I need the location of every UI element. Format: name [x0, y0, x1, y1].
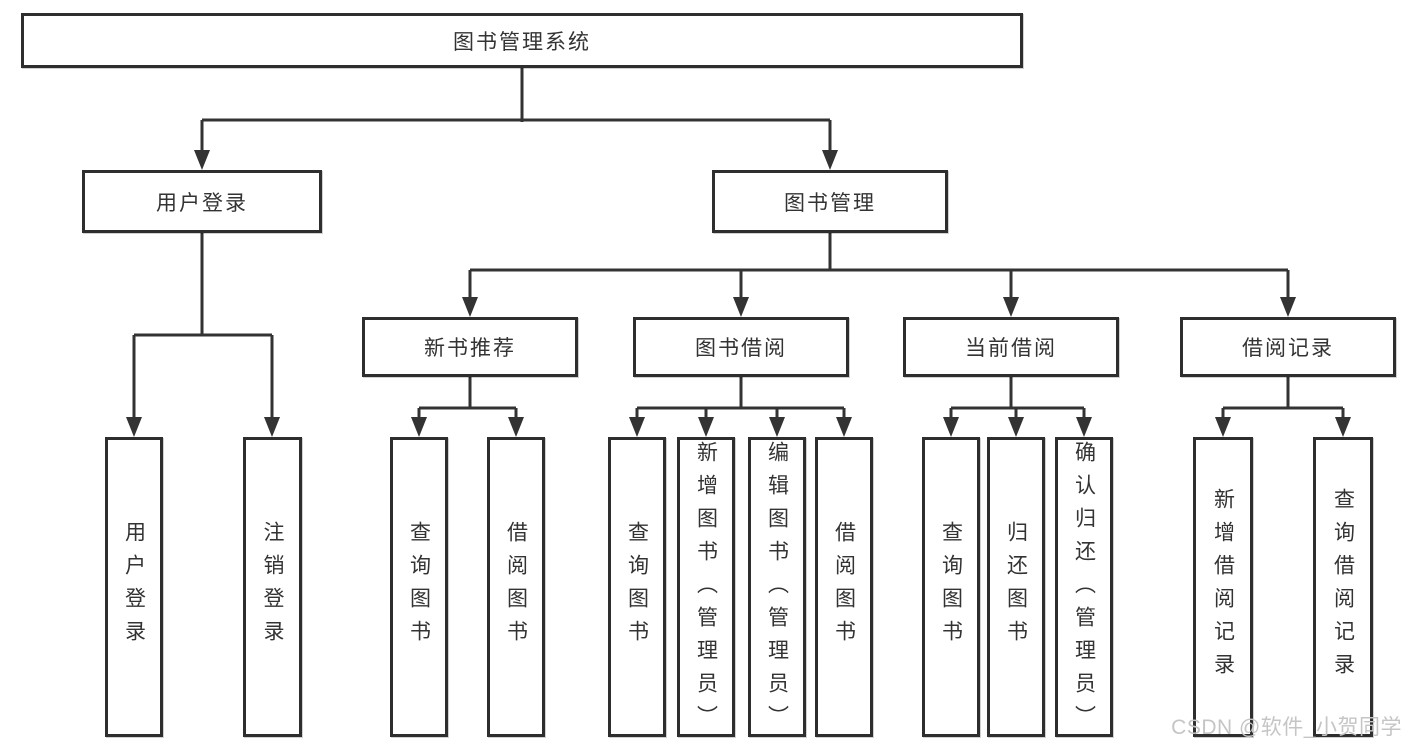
- node-root: 图书管理系统: [21, 13, 1023, 68]
- leaf-query-books-recommend-label: 查询图书: [407, 521, 431, 653]
- leaf-add-book-admin-label: 新增图书（管理员）: [694, 441, 718, 738]
- leaf-user-login: 用户登录: [105, 437, 163, 737]
- leaf-query-books-current: 查询图书: [922, 437, 980, 737]
- node-new-book-recommend-label: 新书推荐: [424, 337, 516, 360]
- leaf-edit-book-admin-label: 编辑图书（管理员）: [765, 441, 789, 738]
- node-book-management: 图书管理: [712, 170, 948, 233]
- leaf-add-borrow-record-label: 新增借阅记录: [1211, 488, 1235, 686]
- node-book-borrow-label: 图书借阅: [695, 337, 787, 360]
- node-user-login: 用户登录: [82, 170, 322, 233]
- leaf-confirm-return-admin: 确认归还（管理员）: [1055, 437, 1113, 738]
- leaf-add-borrow-record: 新增借阅记录: [1193, 437, 1253, 737]
- csdn-watermark: CSDN @软件_小贺同学: [1171, 716, 1402, 739]
- leaf-logout-login-label: 注销登录: [261, 521, 284, 653]
- node-root-label: 图书管理系统: [453, 30, 591, 54]
- node-borrow-records-label: 借阅记录: [1242, 337, 1334, 360]
- leaf-borrow-books-recommend: 借阅图书: [487, 437, 545, 737]
- leaf-query-books-recommend: 查询图书: [390, 437, 448, 737]
- node-borrow-records: 借阅记录: [1180, 317, 1396, 377]
- leaf-query-borrow-record-label: 查询借阅记录: [1331, 488, 1355, 686]
- leaf-return-book-label: 归还图书: [1004, 521, 1028, 653]
- arrowheads: [126, 150, 1351, 437]
- node-new-book-recommend: 新书推荐: [362, 317, 578, 377]
- leaf-edit-book-admin: 编辑图书（管理员）: [748, 437, 806, 738]
- leaf-logout-login: 注销登录: [243, 437, 302, 737]
- node-current-borrow-label: 当前借阅: [965, 337, 1057, 360]
- leaf-borrow-books-2-label: 借阅图书: [832, 521, 856, 653]
- leaf-confirm-return-admin-label: 确认归还（管理员）: [1072, 441, 1096, 738]
- node-book-borrow: 图书借阅: [633, 317, 849, 377]
- leaf-borrow-books-recommend-label: 借阅图书: [504, 521, 528, 653]
- leaf-query-books-borrow-label: 查询图书: [625, 521, 649, 653]
- leaf-query-books-borrow: 查询图书: [608, 437, 666, 737]
- leaf-query-books-current-label: 查询图书: [939, 521, 963, 653]
- leaf-add-book-admin: 新增图书（管理员）: [677, 437, 735, 738]
- leaf-borrow-books-2: 借阅图书: [815, 437, 873, 737]
- leaf-return-book: 归还图书: [987, 437, 1045, 737]
- node-current-borrow: 当前借阅: [903, 317, 1119, 377]
- node-user-login-label: 用户登录: [156, 191, 248, 215]
- node-book-management-label: 图书管理: [784, 191, 876, 215]
- leaf-user-login-label: 用户登录: [122, 521, 146, 653]
- leaf-query-borrow-record: 查询借阅记录: [1313, 437, 1373, 737]
